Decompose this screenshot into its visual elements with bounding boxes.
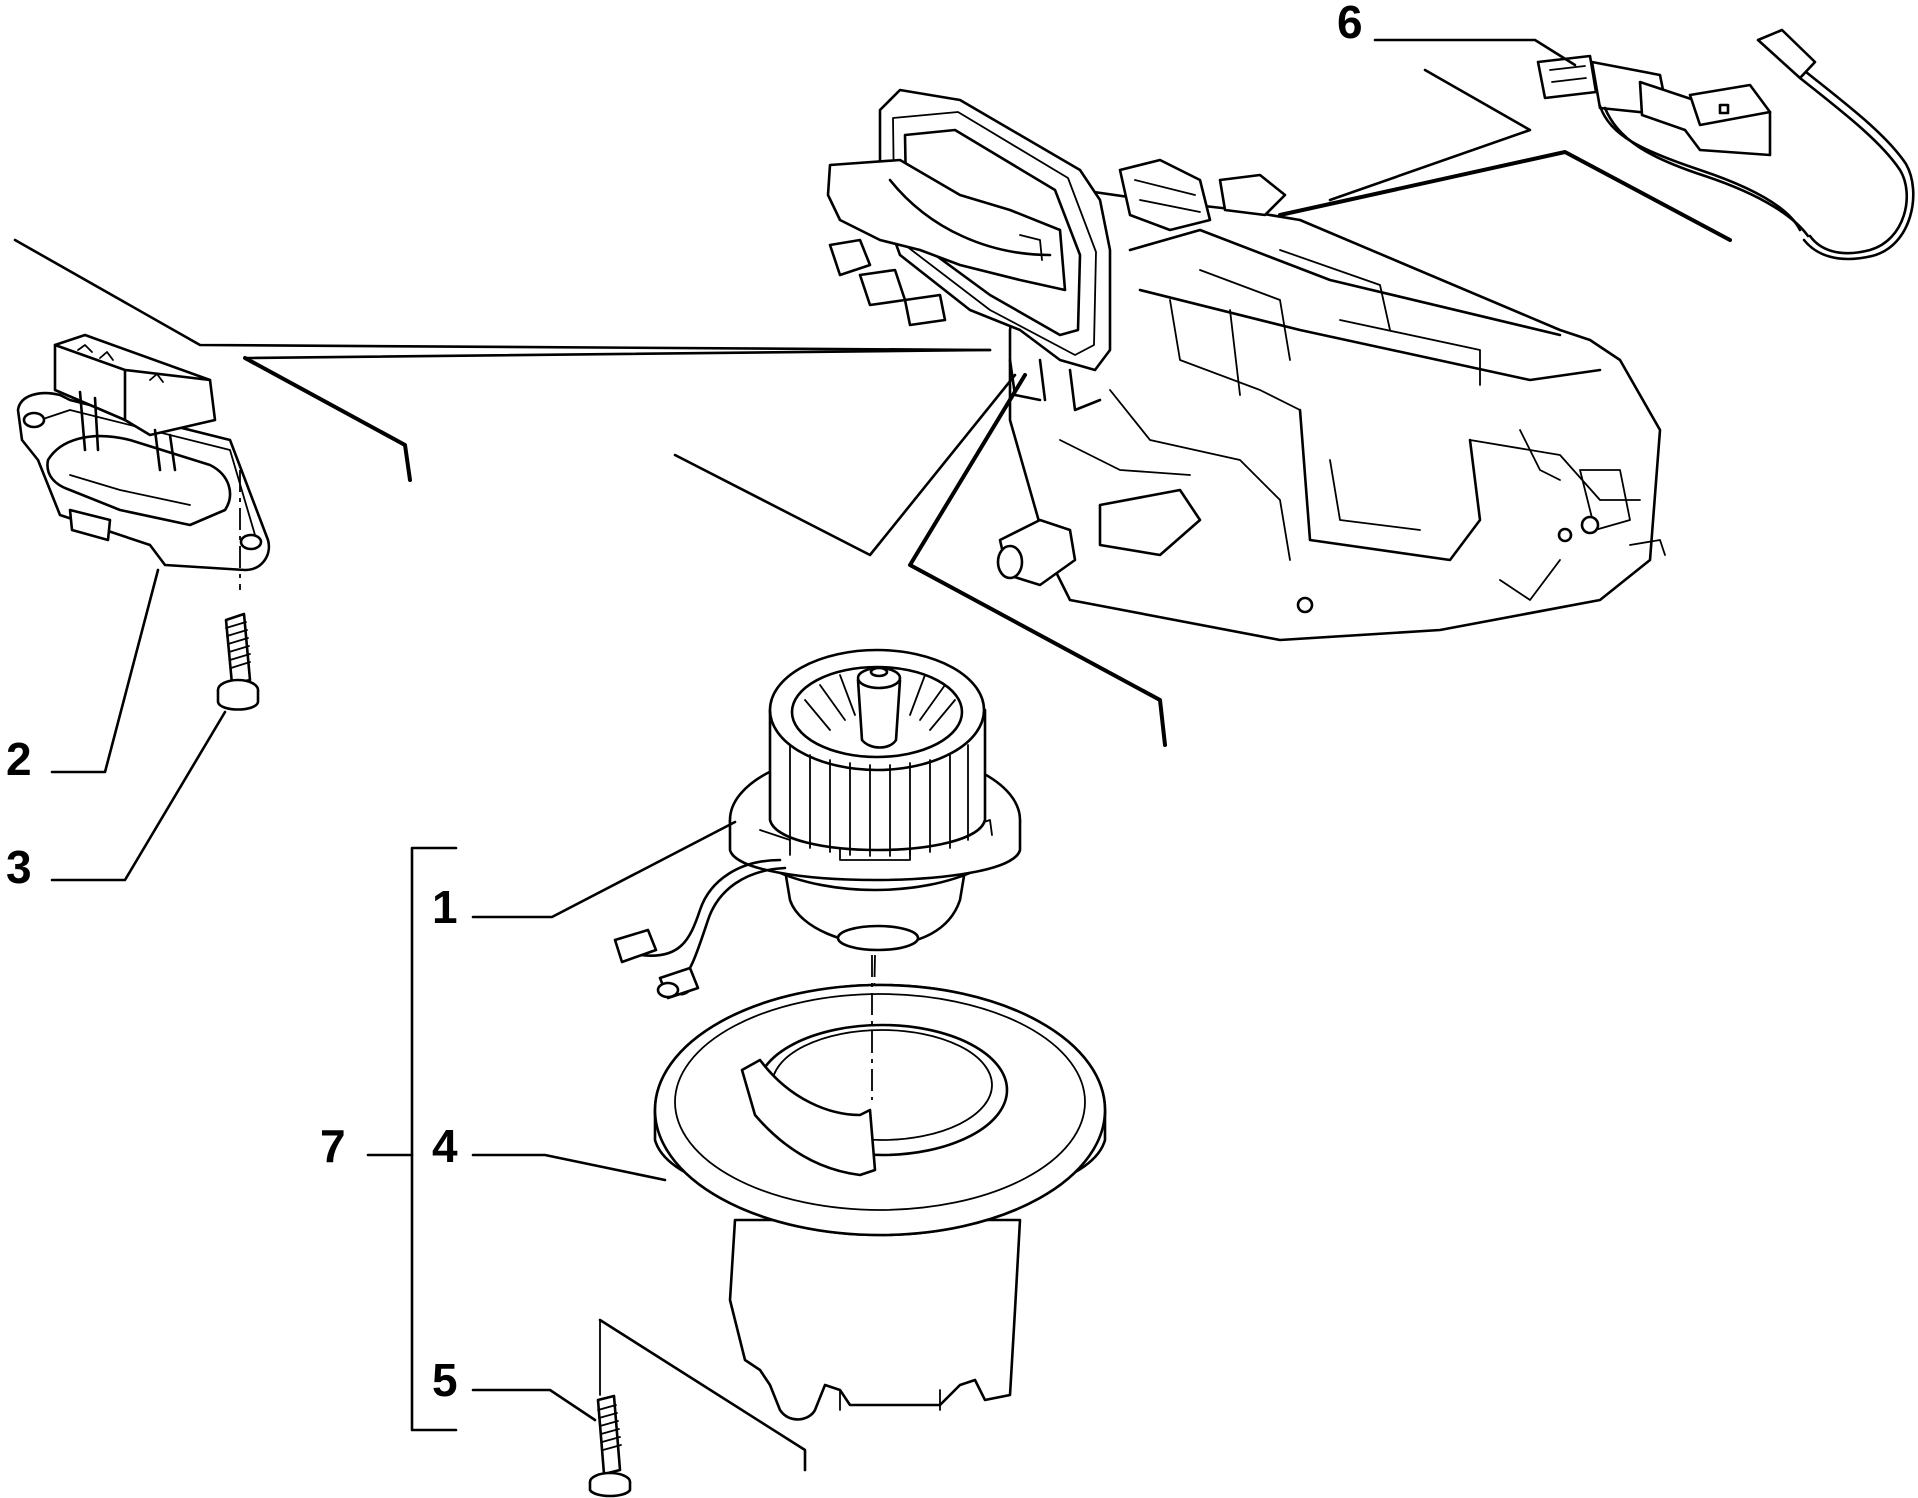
callout-labels: 6 2 3 1 7 4 5 <box>6 0 1363 1406</box>
blower-housing-icon <box>653 955 1107 1421</box>
screw-icon <box>216 470 260 711</box>
blower-fan-icon <box>613 648 1022 1101</box>
resistor-icon <box>16 333 271 572</box>
heater-housing-icon <box>826 88 1666 642</box>
callout-7: 7 <box>320 1120 346 1172</box>
assembly-guide-lines <box>13 68 1732 1472</box>
callout-leaders <box>50 38 1577 1432</box>
callout-3: 3 <box>6 841 32 893</box>
screw-icon <box>588 1394 632 1498</box>
callout-2: 2 <box>6 733 32 785</box>
callout-1: 1 <box>432 881 458 933</box>
callout-6: 6 <box>1337 0 1363 48</box>
temperature-sensor-icon <box>1536 28 1915 261</box>
callout-4: 4 <box>432 1120 458 1172</box>
callout-5: 5 <box>432 1354 458 1406</box>
